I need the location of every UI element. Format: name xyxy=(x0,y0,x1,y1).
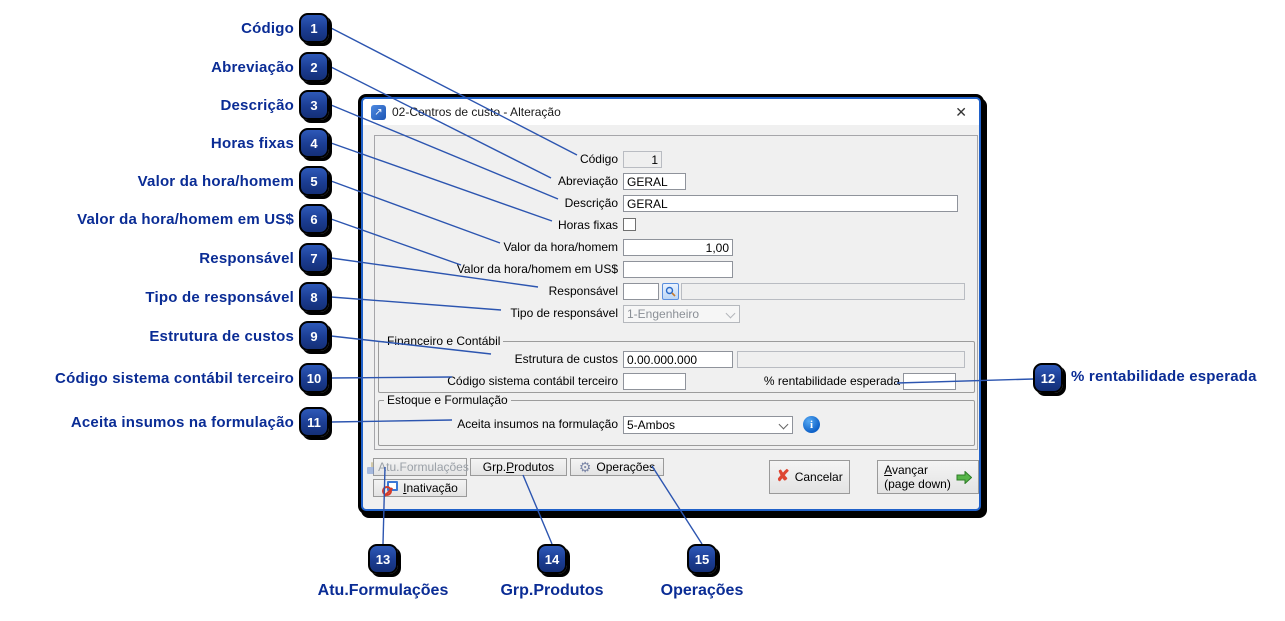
callout-row-4: Horas fixas xyxy=(0,126,294,160)
callout-row-8: Tipo de responsável xyxy=(0,280,294,314)
formulations-icon xyxy=(367,461,375,474)
callout-label-horas-fixas: Horas fixas xyxy=(210,134,294,152)
red-x-icon: ✘ xyxy=(776,468,790,485)
estrutura-custos-field[interactable] xyxy=(623,351,733,368)
group-financeiro-legend: Financeiro e Contábil xyxy=(387,334,501,348)
callout-badge-4: 4 xyxy=(299,128,329,158)
callout-badge-15: 15 xyxy=(687,544,717,574)
callout-badge-8: 8 xyxy=(299,282,329,312)
callout-label-operacoes: Operações xyxy=(660,582,744,599)
responsavel-name-field xyxy=(681,283,965,300)
callout-row-7: Responsável xyxy=(0,241,294,275)
label-valor-hora-usd: Valor da hora/homem em US$ xyxy=(456,262,618,276)
label-horas-fixas: Horas fixas xyxy=(557,218,618,232)
form-panel: Código Abreviação Descrição Horas fixas … xyxy=(374,135,978,450)
label-codigo-sistema: Código sistema contábil terceiro xyxy=(447,374,618,388)
callout-badge-13: 13 xyxy=(368,544,398,574)
callout-label-abreviacao: Abreviação xyxy=(211,58,294,76)
chevron-down-icon xyxy=(778,419,789,430)
abreviacao-field[interactable] xyxy=(623,173,686,190)
callout-badge-7: 7 xyxy=(299,243,329,273)
atu-formulacoes-button[interactable]: Atu.Formulações xyxy=(367,458,469,476)
label-tipo-responsavel: Tipo de responsável xyxy=(510,306,618,320)
dialog-centros-de-custo: ↗ 02-Centros de custo - Alteração ✕ Códi… xyxy=(361,97,981,511)
callout-label-valor-hora: Valor da hora/homem xyxy=(137,172,294,190)
callout-badge-12: 12 xyxy=(1033,363,1063,393)
callout-row-11: Aceita insumos na formulação xyxy=(0,405,294,439)
callout-row-12: % rentabilidade esperada xyxy=(1071,368,1257,385)
label-codigo: Código xyxy=(579,152,618,166)
responsavel-search-button[interactable] xyxy=(662,283,679,300)
inativacao-button[interactable]: Inativação xyxy=(373,479,467,497)
callout-badge-6: 6 xyxy=(299,204,329,234)
tipo-responsavel-dropdown[interactable]: 1-Engenheiro xyxy=(623,305,740,323)
callout-row-5: Valor da hora/homem xyxy=(0,164,294,198)
callout-label-descricao: Descrição xyxy=(220,96,294,114)
dialog-titlebar[interactable]: ↗ 02-Centros de custo - Alteração ✕ xyxy=(363,99,979,125)
callout-badge-3: 3 xyxy=(299,90,329,120)
callout-row-10: Código sistema contábil terceiro xyxy=(0,361,294,395)
horas-fixas-checkbox[interactable] xyxy=(623,218,636,231)
callout-badge-1: 1 xyxy=(299,13,329,43)
magnifier-icon xyxy=(665,286,676,297)
callout-row-9: Estrutura de custos xyxy=(0,319,294,353)
codigo-sistema-field[interactable] xyxy=(623,373,686,390)
aceita-insumos-dropdown[interactable]: 5-Ambos xyxy=(623,416,793,434)
app-icon: ↗ xyxy=(371,104,386,120)
callout-label-aceita-insumos: Aceita insumos na formulação xyxy=(70,413,294,431)
descricao-field[interactable] xyxy=(623,195,958,212)
dialog-title: 02-Centros de custo - Alteração xyxy=(392,105,561,119)
callout-label-estrutura: Estrutura de custos xyxy=(149,327,294,345)
label-descricao: Descrição xyxy=(564,196,618,210)
info-icon[interactable]: i xyxy=(803,416,820,433)
callout-row-2: Abreviação xyxy=(0,50,294,84)
callout-label-responsavel: Responsável xyxy=(199,249,294,267)
callout-row-1: Código xyxy=(0,11,294,45)
callout-label-valor-hora-usd: Valor da hora/homem em US$ xyxy=(77,210,294,228)
label-responsavel: Responsável xyxy=(548,284,618,298)
no-entry-icon xyxy=(382,480,399,496)
label-valor-hora: Valor da hora/homem xyxy=(503,240,618,254)
callout-badge-11: 11 xyxy=(299,407,329,437)
callout-label-codigo: Código xyxy=(241,19,294,37)
label-aceita-insumos: Aceita insumos na formulação xyxy=(457,417,618,431)
gear-icon: ⚙ xyxy=(578,459,592,475)
callout-badge-14: 14 xyxy=(537,544,567,574)
callout-row-6: Valor da hora/homem em US$ xyxy=(0,202,294,236)
chevron-down-icon xyxy=(725,308,736,319)
valor-hora-field[interactable] xyxy=(623,239,733,256)
label-estrutura-custos: Estrutura de custos xyxy=(514,352,618,366)
callout-label-atu-formulacoes: Atu.Formulações xyxy=(317,582,449,599)
close-icon[interactable]: ✕ xyxy=(955,103,967,120)
callout-label-tipo-responsavel: Tipo de responsável xyxy=(145,288,294,306)
rentabilidade-field[interactable] xyxy=(903,373,956,390)
callout-row-3: Descrição xyxy=(0,88,294,122)
responsavel-code-field[interactable] xyxy=(623,283,659,300)
callout-badge-10: 10 xyxy=(299,363,329,393)
cancelar-button[interactable]: ✘ Cancelar xyxy=(769,460,850,494)
estrutura-custos-descricao-field xyxy=(737,351,965,368)
codigo-field[interactable] xyxy=(623,151,662,168)
callout-badge-9: 9 xyxy=(299,321,329,351)
callout-label-rentabilidade: % rentabilidade esperada xyxy=(1071,368,1257,385)
grp-produtos-button[interactable]: Grp.Produtos xyxy=(470,458,567,476)
avancar-button[interactable]: Avançar (page down) xyxy=(877,460,979,494)
label-rentabilidade: % rentabilidade esperada xyxy=(763,374,900,388)
callout-label-codigo-sistema: Código sistema contábil terceiro xyxy=(55,369,294,387)
operacoes-button[interactable]: ⚙ Operações xyxy=(570,458,664,476)
callout-badge-2: 2 xyxy=(299,52,329,82)
green-arrow-icon xyxy=(956,470,972,484)
callout-badge-5: 5 xyxy=(299,166,329,196)
callout-label-grp-produtos: Grp.Produtos xyxy=(500,582,604,599)
label-abreviacao: Abreviação xyxy=(557,174,618,188)
group-estoque-legend: Estoque e Formulação xyxy=(387,393,508,407)
valor-hora-usd-field[interactable] xyxy=(623,261,733,278)
